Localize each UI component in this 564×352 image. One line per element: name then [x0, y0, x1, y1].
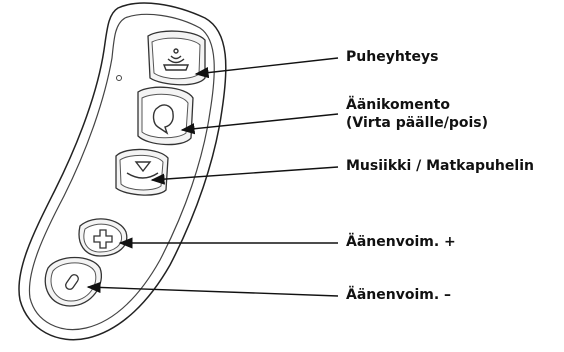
label-volume-up: Äänenvoim. +: [346, 234, 456, 250]
voice-command-icon: [152, 104, 174, 135]
arrow-music-phone: [150, 166, 339, 185]
volume-up-button[interactable]: [78, 218, 128, 257]
label-voice-command-line1: Äänikomento: [346, 97, 450, 113]
voice-call-icon: [162, 48, 190, 71]
minus-icon: [65, 274, 79, 290]
voice-command-button[interactable]: [137, 86, 194, 146]
arrow-voice-command: [180, 113, 339, 135]
music-phone-button[interactable]: [115, 148, 169, 196]
arrow-volume-down: [86, 281, 339, 297]
label-music-phone: Musiikki / Matkapuhelin: [346, 158, 534, 174]
arrow-voice-call: [194, 57, 339, 79]
label-volume-down: Äänenvoim. –: [346, 287, 452, 303]
label-voice-command-line2: (Virta päälle/pois): [346, 115, 488, 131]
device-inner-contour: [28, 13, 215, 330]
volume-down-button[interactable]: [44, 256, 102, 307]
side-indicator: [116, 75, 122, 81]
label-voice-call: Puheyhteys: [346, 49, 439, 65]
voice-call-button[interactable]: [147, 30, 206, 86]
plus-icon: [93, 229, 113, 249]
